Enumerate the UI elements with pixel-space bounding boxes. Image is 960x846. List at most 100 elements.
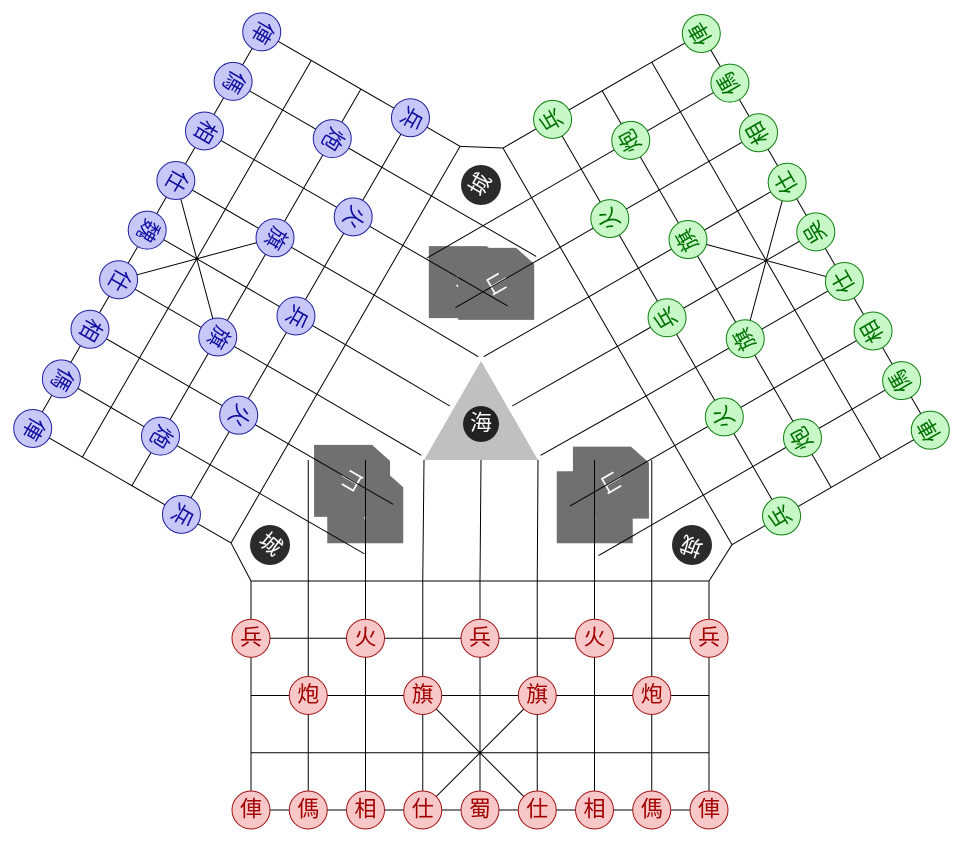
center-line bbox=[259, 492, 365, 555]
center-line bbox=[540, 395, 647, 456]
piece-label: 傌 bbox=[641, 798, 663, 823]
center-line bbox=[316, 393, 422, 456]
piece-green[interactable]: 仕 bbox=[767, 162, 807, 202]
palace-diagonal bbox=[744, 182, 788, 339]
piece-red[interactable]: 火 bbox=[346, 618, 385, 658]
piece-green[interactable]: 兵 bbox=[533, 99, 573, 139]
piece-green[interactable]: 火 bbox=[590, 199, 630, 239]
piece-label: 炮 bbox=[297, 683, 319, 708]
piece-label: 旗 bbox=[526, 683, 548, 708]
piece-label: 仕 bbox=[526, 798, 548, 823]
castle-markers: 城城城 bbox=[250, 165, 712, 565]
center-line bbox=[455, 246, 561, 309]
piece-green[interactable]: 相 bbox=[853, 311, 893, 351]
piece-green[interactable]: 旗 bbox=[668, 220, 708, 260]
piece-green[interactable]: 相 bbox=[739, 113, 779, 153]
piece-blue[interactable]: 傌 bbox=[213, 61, 253, 101]
piece-label: 傌 bbox=[297, 798, 319, 823]
center-line bbox=[598, 494, 704, 557]
piece-label: 火 bbox=[354, 626, 376, 651]
castle-marker: 城 bbox=[250, 525, 290, 565]
piece-red[interactable]: 相 bbox=[346, 790, 385, 830]
piece-blue[interactable]: 火 bbox=[333, 197, 373, 237]
piece-green[interactable]: 仕 bbox=[824, 261, 864, 301]
piece-green[interactable]: 兵 bbox=[762, 496, 802, 536]
center-line bbox=[483, 296, 590, 358]
piece-blue[interactable]: 俥 bbox=[13, 408, 53, 448]
piece-label: 仕 bbox=[412, 798, 434, 823]
piece-green[interactable]: 炮 bbox=[611, 120, 651, 160]
piece-red[interactable]: 傌 bbox=[288, 790, 328, 830]
edge-connector bbox=[708, 544, 733, 582]
piece-green[interactable]: 旗 bbox=[725, 319, 765, 359]
center-line bbox=[536, 459, 539, 582]
piece-red[interactable]: 炮 bbox=[632, 676, 672, 715]
piece-red[interactable]: 仕 bbox=[403, 790, 443, 830]
piece-green[interactable]: 兵 bbox=[647, 298, 687, 338]
piece-blue[interactable]: 相 bbox=[70, 309, 110, 349]
center-connection-lines bbox=[230, 145, 733, 582]
center-line bbox=[569, 445, 675, 507]
center-line bbox=[345, 344, 451, 407]
center-line bbox=[402, 245, 508, 307]
piece-red[interactable]: 炮 bbox=[288, 676, 328, 715]
piece-blue[interactable]: 傌 bbox=[41, 359, 81, 399]
piece-red[interactable]: 旗 bbox=[403, 676, 443, 715]
piece-green[interactable]: 傌 bbox=[882, 361, 922, 401]
piece-blue[interactable]: 兵 bbox=[276, 296, 316, 336]
piece-label: 炮 bbox=[641, 683, 663, 708]
piece-red[interactable]: 俥 bbox=[689, 790, 729, 830]
edge-connector bbox=[460, 145, 503, 149]
center-line bbox=[431, 195, 537, 257]
palace-diagonal bbox=[118, 237, 276, 281]
piece-blue[interactable]: 俥 bbox=[242, 12, 282, 52]
piece-label: 兵 bbox=[698, 626, 720, 651]
piece-green[interactable]: 俥 bbox=[910, 410, 950, 450]
center-line bbox=[373, 294, 479, 358]
piece-blue[interactable]: 魏 bbox=[127, 210, 167, 250]
piece-red[interactable]: 兵 bbox=[460, 618, 500, 658]
piece-blue[interactable]: 相 bbox=[184, 111, 224, 151]
pieces-layer: 俥傌相仕蜀仕相傌俥炮旗旗炮兵火兵火兵俥傌相仕魏仕相傌俥炮旗旗炮兵火兵火兵俥傌相仕… bbox=[13, 12, 950, 830]
piece-red[interactable]: 傌 bbox=[632, 790, 672, 830]
piece-label: 俥 bbox=[240, 798, 262, 823]
piece-red[interactable]: 相 bbox=[575, 790, 614, 830]
piece-green[interactable]: 傌 bbox=[710, 63, 750, 103]
piece-blue[interactable]: 仕 bbox=[156, 161, 196, 201]
center-line bbox=[288, 443, 394, 505]
piece-green[interactable]: 炮 bbox=[783, 418, 823, 458]
piece-blue[interactable]: 火 bbox=[219, 395, 259, 435]
piece-blue[interactable]: 旗 bbox=[255, 218, 295, 258]
piece-label: 相 bbox=[583, 798, 605, 823]
piece-red[interactable]: 火 bbox=[575, 618, 614, 658]
sea-marker: 海 bbox=[463, 406, 499, 442]
piece-red[interactable]: 蜀 bbox=[460, 790, 500, 830]
grid-file-line bbox=[502, 33, 702, 149]
piece-label: 蜀 bbox=[469, 798, 491, 823]
piece-blue[interactable]: 炮 bbox=[140, 416, 180, 456]
edge-connector bbox=[230, 542, 252, 582]
center-line bbox=[479, 459, 482, 582]
piece-red[interactable]: 兵 bbox=[231, 618, 271, 658]
center-line bbox=[426, 197, 532, 259]
piece-green[interactable]: 俥 bbox=[681, 14, 721, 54]
piece-label: 兵 bbox=[469, 626, 491, 651]
piece-label: 相 bbox=[354, 798, 376, 823]
center-line bbox=[511, 345, 618, 407]
piece-label: 俥 bbox=[698, 798, 720, 823]
piece-red[interactable]: 兵 bbox=[689, 618, 729, 658]
piece-green[interactable]: 吳 bbox=[796, 212, 836, 252]
piece-red[interactable]: 旗 bbox=[517, 676, 557, 715]
piece-label: 火 bbox=[583, 626, 605, 651]
piece-green[interactable]: 火 bbox=[704, 397, 744, 437]
piece-red[interactable]: 仕 bbox=[517, 790, 557, 830]
piece-blue[interactable]: 旗 bbox=[198, 317, 238, 357]
piece-blue[interactable]: 仕 bbox=[99, 260, 139, 300]
piece-blue[interactable]: 兵 bbox=[161, 494, 201, 534]
piece-label: 旗 bbox=[412, 683, 434, 708]
piece-red[interactable]: 俥 bbox=[231, 790, 271, 830]
piece-blue[interactable]: 兵 bbox=[390, 98, 430, 138]
piece-label: 兵 bbox=[240, 626, 262, 651]
piece-blue[interactable]: 炮 bbox=[312, 119, 352, 159]
